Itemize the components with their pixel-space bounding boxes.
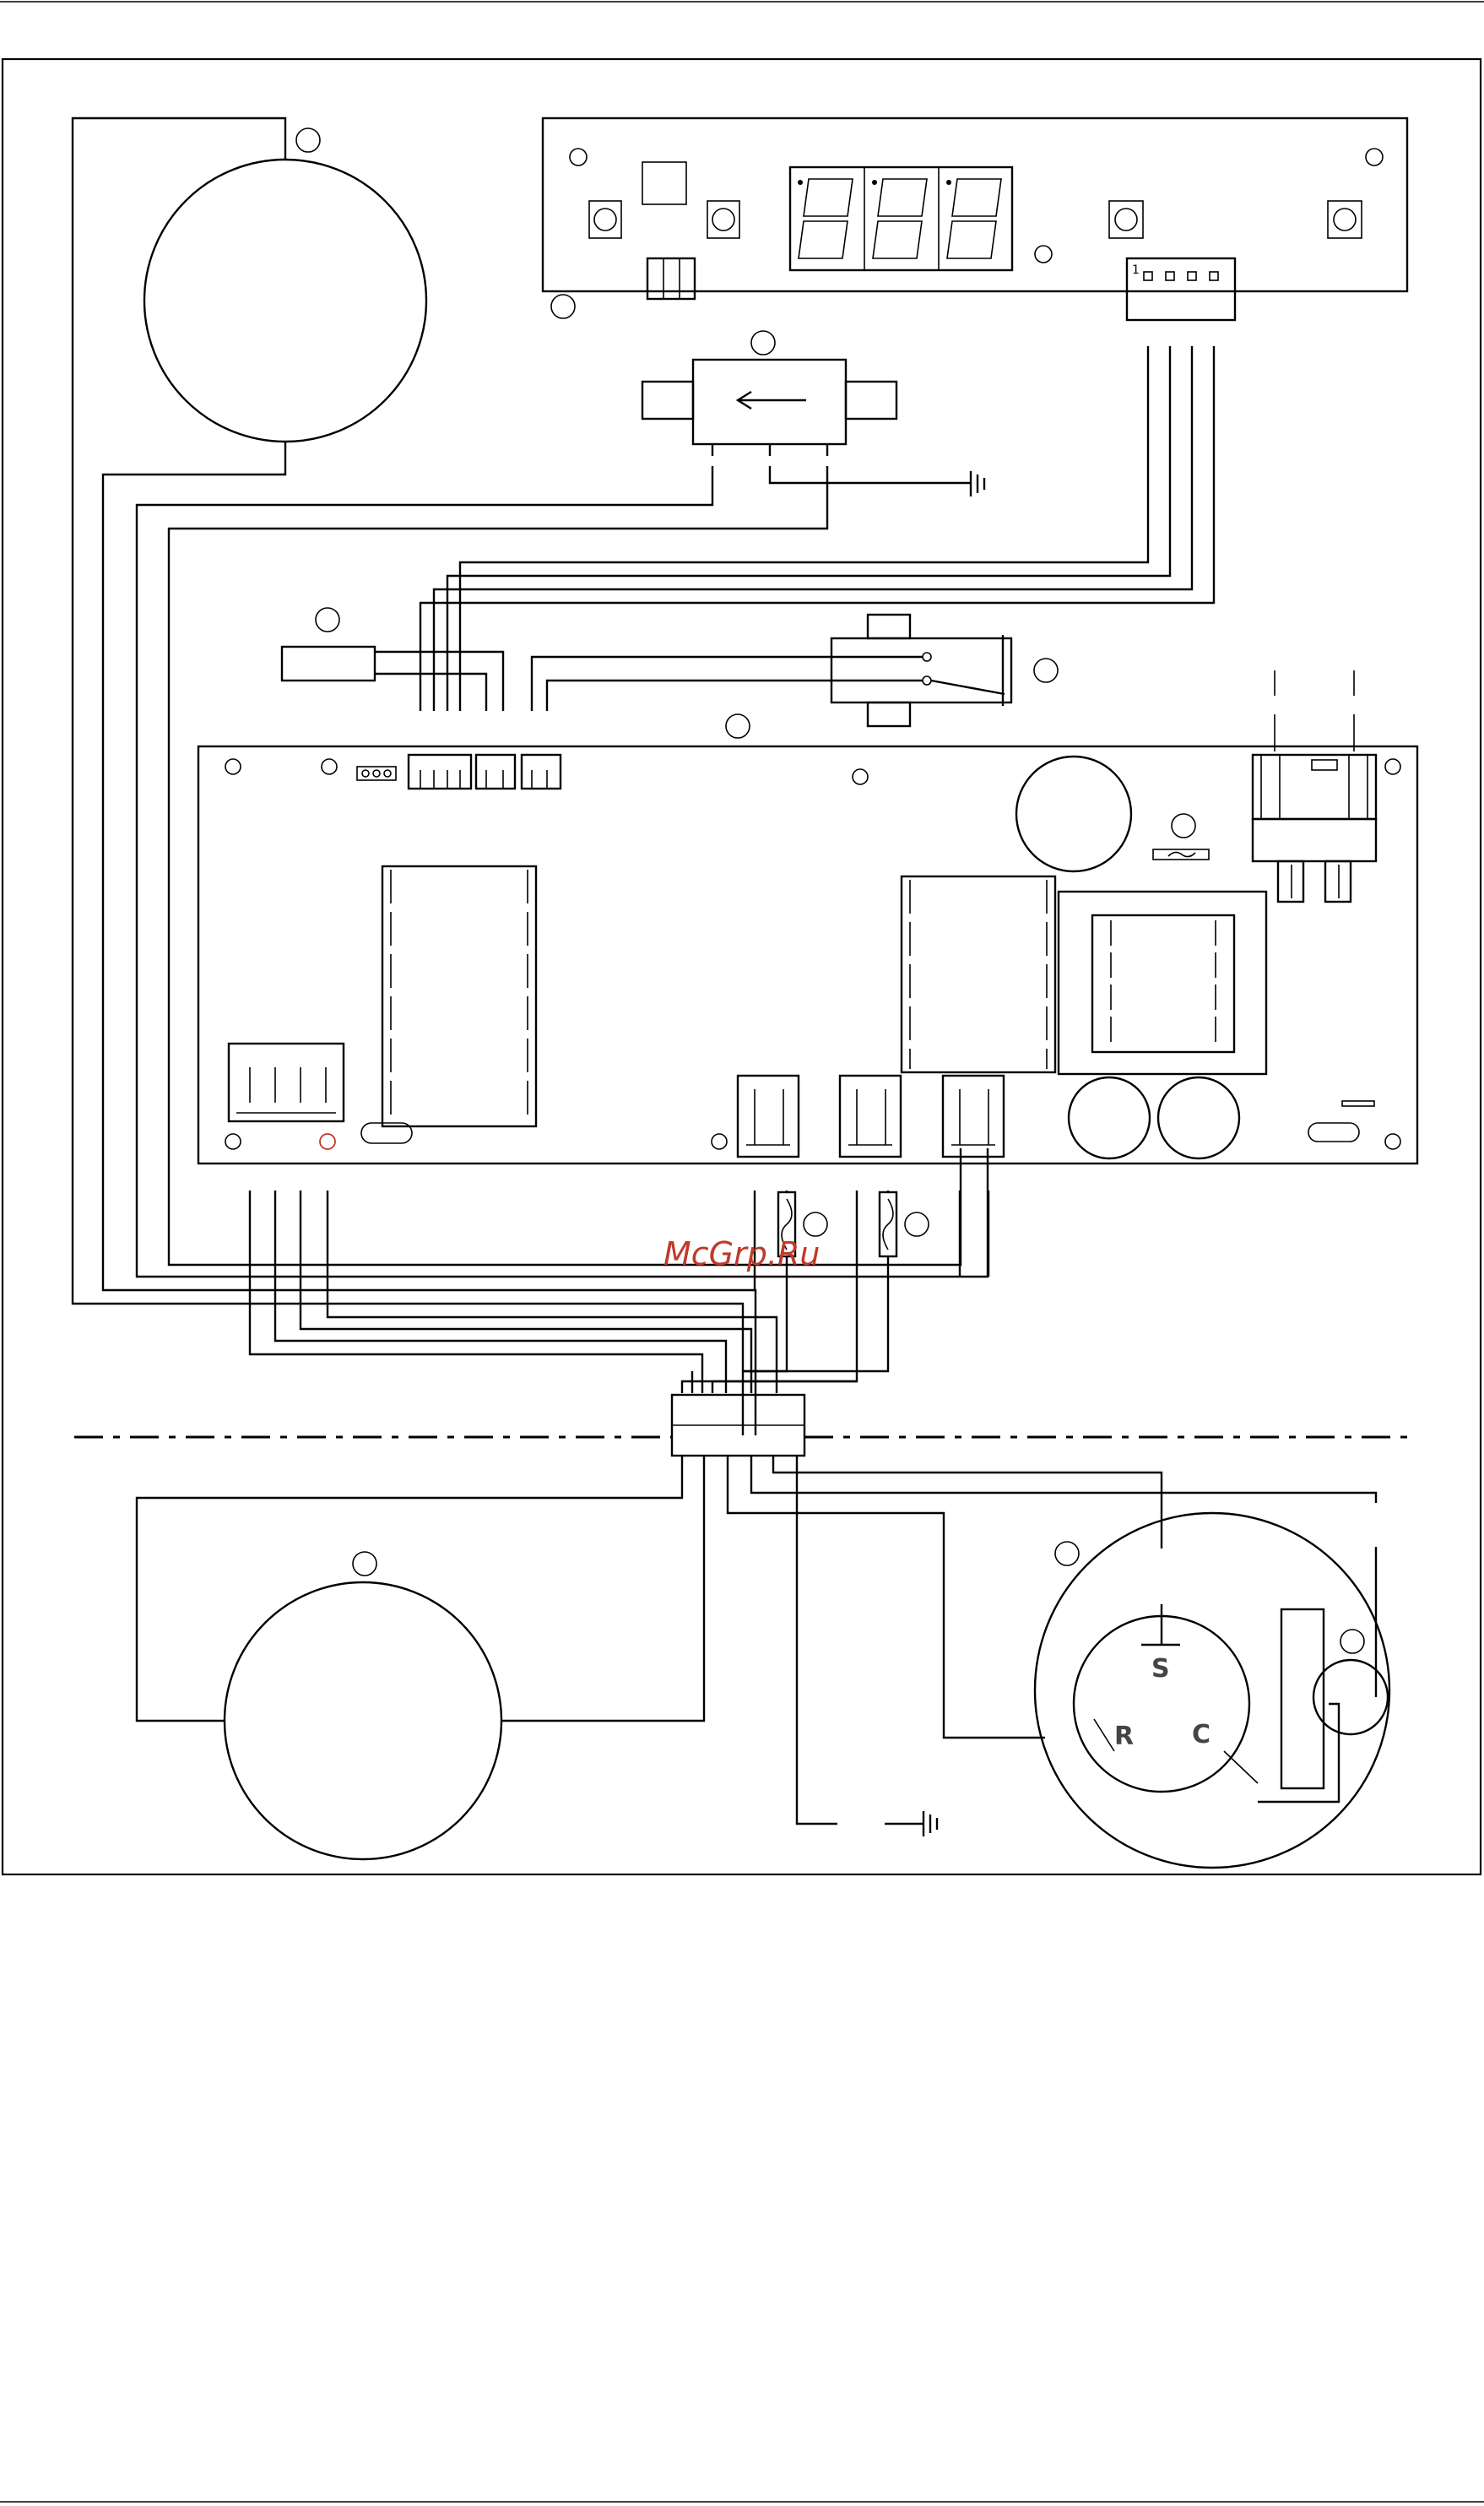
wire-relay1-b (743, 1191, 787, 1371)
wire-fan-2 (103, 442, 756, 1435)
display-board: 1 (543, 118, 1407, 320)
wire-relay2-b (743, 1191, 888, 1371)
wire-conn-1 (250, 1191, 702, 1393)
terminal-r-label: R (1114, 1722, 1134, 1751)
wire-comp-c (1258, 1704, 1339, 1802)
damper-component (642, 331, 896, 456)
seven-segment-digit-icon (799, 179, 853, 258)
capacitor-round (1016, 757, 1131, 871)
seven-segment-display (790, 167, 1012, 270)
overload-protector (1281, 1609, 1324, 1788)
connector-relay-2 (840, 1076, 901, 1157)
seven-segment-digit-icon (947, 179, 1001, 258)
relay-right (902, 876, 1055, 1072)
relay-left (382, 866, 536, 1126)
connector-pin-marker: 1 (1132, 263, 1140, 277)
connector-sensor (476, 755, 515, 789)
button-3[interactable] (1109, 201, 1143, 238)
main-control-board (198, 670, 1417, 1164)
power-connector (1253, 670, 1376, 902)
wire-bundle (682, 1371, 857, 1393)
connector-relay-1 (738, 1076, 799, 1157)
pin-header (357, 767, 396, 780)
wire-bottom-fan-1 (137, 1456, 682, 1721)
ground-icon (923, 1811, 937, 1836)
door-switch (532, 615, 1058, 726)
wire-damper-ground (770, 466, 971, 483)
display-board-connector-left (647, 258, 695, 299)
button-2[interactable] (707, 201, 739, 238)
ac-tilde-icon (1153, 849, 1209, 860)
button-4[interactable] (1328, 201, 1362, 238)
display-board-connector: 1 (1127, 258, 1235, 320)
transformer (1059, 892, 1266, 1074)
capacitor-1 (1069, 1077, 1150, 1158)
bottom-fan-motor (225, 1552, 501, 1859)
watermark: McGrp.Ru (663, 1235, 820, 1272)
wire-conn-4 (328, 1191, 777, 1393)
temperature-sensor (282, 608, 503, 711)
led-indicator (642, 162, 686, 204)
fan-motor (144, 128, 426, 442)
connector-relay-3 (943, 1076, 1004, 1157)
wire-comp-r (728, 1456, 1045, 1738)
connector-display (409, 755, 471, 789)
wire-ground-bottom (797, 1456, 837, 1824)
wire-damper-1 (137, 466, 988, 1277)
wire-bottom-fan-2 (501, 1456, 704, 1721)
wire-conn-2 (275, 1191, 726, 1393)
ground-icon (971, 471, 984, 496)
connector-bottom-left (229, 1044, 344, 1149)
button-1[interactable] (589, 201, 621, 238)
connector-door-switch (522, 755, 561, 789)
wire-conn-3 (301, 1191, 751, 1393)
wire-relay2-a (712, 1191, 857, 1393)
flow-arrow-icon (738, 392, 806, 409)
diagram-frame (3, 59, 1481, 1874)
terminal-s-label: S (1151, 1654, 1170, 1684)
terminal-c-label: C (1192, 1720, 1210, 1749)
capacitor-2 (1158, 1077, 1239, 1158)
terminal-block (672, 1395, 804, 1456)
compressor: S R C (1035, 1513, 1389, 1868)
wire-damper-2 (169, 466, 961, 1265)
fuse-icon (880, 1192, 896, 1256)
seven-segment-digit-icon (873, 179, 927, 258)
